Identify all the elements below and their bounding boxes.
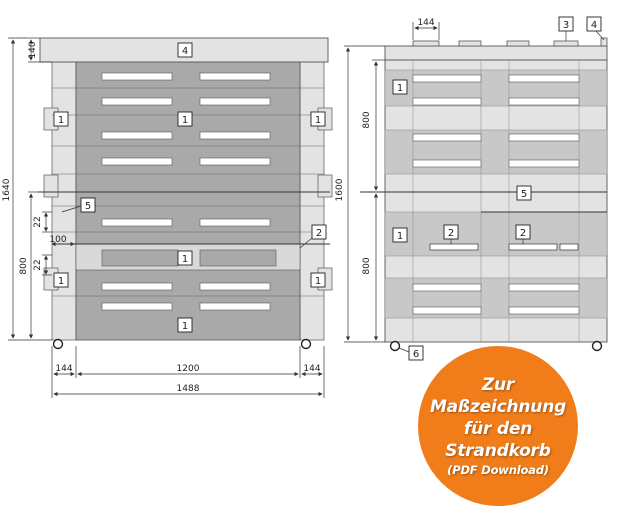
callout-side-wheel: 6: [413, 349, 419, 360]
callout-side-3: 3: [563, 20, 569, 31]
callout-front-left-a: 1: [58, 115, 64, 126]
side-callouts: 3 4 1 1 5 2 2 6: [392, 16, 605, 361]
callout-front-top: 4: [182, 46, 188, 57]
callout-side-lower: 1: [397, 231, 403, 242]
dim-side-right: 144: [303, 364, 320, 374]
badge-line-1: Zur: [481, 375, 515, 395]
dim-side-total-height: 1600: [335, 178, 345, 201]
front-panel: [75, 61, 301, 341]
side-wheels: [389, 340, 603, 352]
dim-side-top-width: 144: [417, 18, 434, 28]
dim-side-upper-height: 800: [362, 111, 372, 128]
callout-front-left-b: 1: [58, 276, 64, 287]
callout-side-pin-a: 2: [448, 228, 454, 239]
left-frame: [51, 61, 77, 341]
pdf-download-badge[interactable]: Zur Maßzeichnung für den Strandkorb (PDF…: [418, 346, 578, 506]
callout-side-pin-b: 2: [520, 228, 526, 239]
dim-top-height: 140: [28, 41, 38, 58]
callout-front-right-a: 1: [315, 115, 321, 126]
dim-side-left: 144: [55, 364, 72, 374]
right-frame: [299, 61, 325, 341]
badge-line-2: Maßzeichnung: [429, 397, 567, 417]
front-callouts: 4 1 1 1 1 1 1 1 5 2: [53, 42, 327, 333]
front-view: 4 1 1 1 1 1 1 1 5 2: [2, 37, 333, 398]
callout-side-rail: 5: [521, 189, 527, 200]
dim-gap-b: 22: [33, 259, 43, 270]
callout-front-center-c: 1: [182, 321, 188, 332]
front-dimensions: [8, 37, 325, 398]
callout-front-right-b: 1: [315, 276, 321, 287]
badge-line-5: (PDF Download): [447, 463, 549, 477]
dim-gap-a: 22: [33, 216, 43, 227]
callout-side-4: 4: [591, 20, 597, 31]
badge-line-3: für den: [463, 419, 533, 439]
dim-total-height: 1640: [2, 178, 12, 201]
callout-front-rail: 5: [85, 201, 91, 212]
dim-lower-height: 800: [19, 257, 29, 274]
dim-rail-width: 100: [49, 235, 66, 245]
dim-side-lower-height: 800: [362, 257, 372, 274]
callout-front-center-b: 1: [182, 254, 188, 265]
side-dimensions: [344, 22, 440, 343]
callout-front-pin: 2: [316, 228, 322, 239]
side-view: 3 4 1 1 5 2 2 6: [335, 16, 608, 361]
dim-inner-width: 1200: [177, 364, 200, 374]
callout-side-upper: 1: [397, 83, 403, 94]
badge-line-4: Strandkorb: [445, 441, 551, 461]
dim-total-width: 1488: [177, 384, 200, 394]
front-slots: [101, 72, 271, 311]
side-roof: [384, 45, 608, 61]
front-wheels: [52, 338, 312, 350]
callout-front-center-a: 1: [182, 115, 188, 126]
